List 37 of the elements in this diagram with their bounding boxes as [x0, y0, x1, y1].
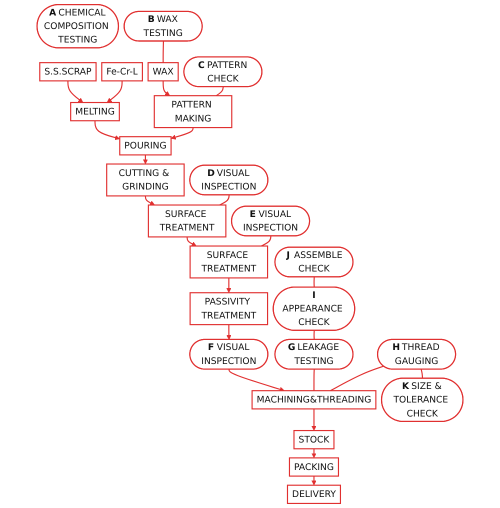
connector — [216, 86, 224, 96]
arrow — [311, 448, 316, 458]
connector — [162, 41, 164, 63]
arrow — [94, 120, 120, 140]
connector — [420, 369, 424, 378]
node-box: POURING — [119, 136, 172, 156]
arrow — [311, 476, 316, 486]
arrow — [67, 80, 84, 103]
arrow — [170, 128, 194, 140]
arrow — [228, 369, 285, 392]
node-box: PATTERN MAKING — [154, 95, 232, 128]
arrow — [144, 196, 155, 206]
arrow — [106, 80, 123, 103]
connector — [314, 277, 315, 288]
connector — [219, 195, 230, 206]
connector — [313, 369, 315, 391]
node-box: WAX — [148, 62, 179, 82]
node-box: MELTING — [70, 102, 120, 122]
node-box: MACHINING&THREADING — [252, 390, 376, 410]
node-box: PASSIVITY TREATMENT — [190, 292, 268, 326]
node-box: PACKING — [288, 457, 340, 477]
connector — [330, 366, 384, 392]
arrow — [162, 80, 170, 96]
arrow — [226, 324, 232, 340]
arrow — [142, 154, 148, 164]
connector — [261, 236, 272, 247]
arrow — [226, 278, 232, 293]
node-box: SURFACE TREATMENT — [190, 245, 268, 278]
node-box: SURFACE TREATMENT — [148, 204, 226, 238]
node-box: DELIVERY — [286, 484, 342, 504]
node-box: CUTTING & GRINDING — [106, 163, 185, 196]
node-box: Fe-Cr-L — [101, 62, 143, 82]
node-box: STOCK — [293, 430, 335, 450]
arrow — [311, 408, 316, 431]
connector — [314, 330, 315, 340]
node-box: S.S.SCRAP — [39, 62, 97, 82]
arrow — [186, 236, 197, 246]
